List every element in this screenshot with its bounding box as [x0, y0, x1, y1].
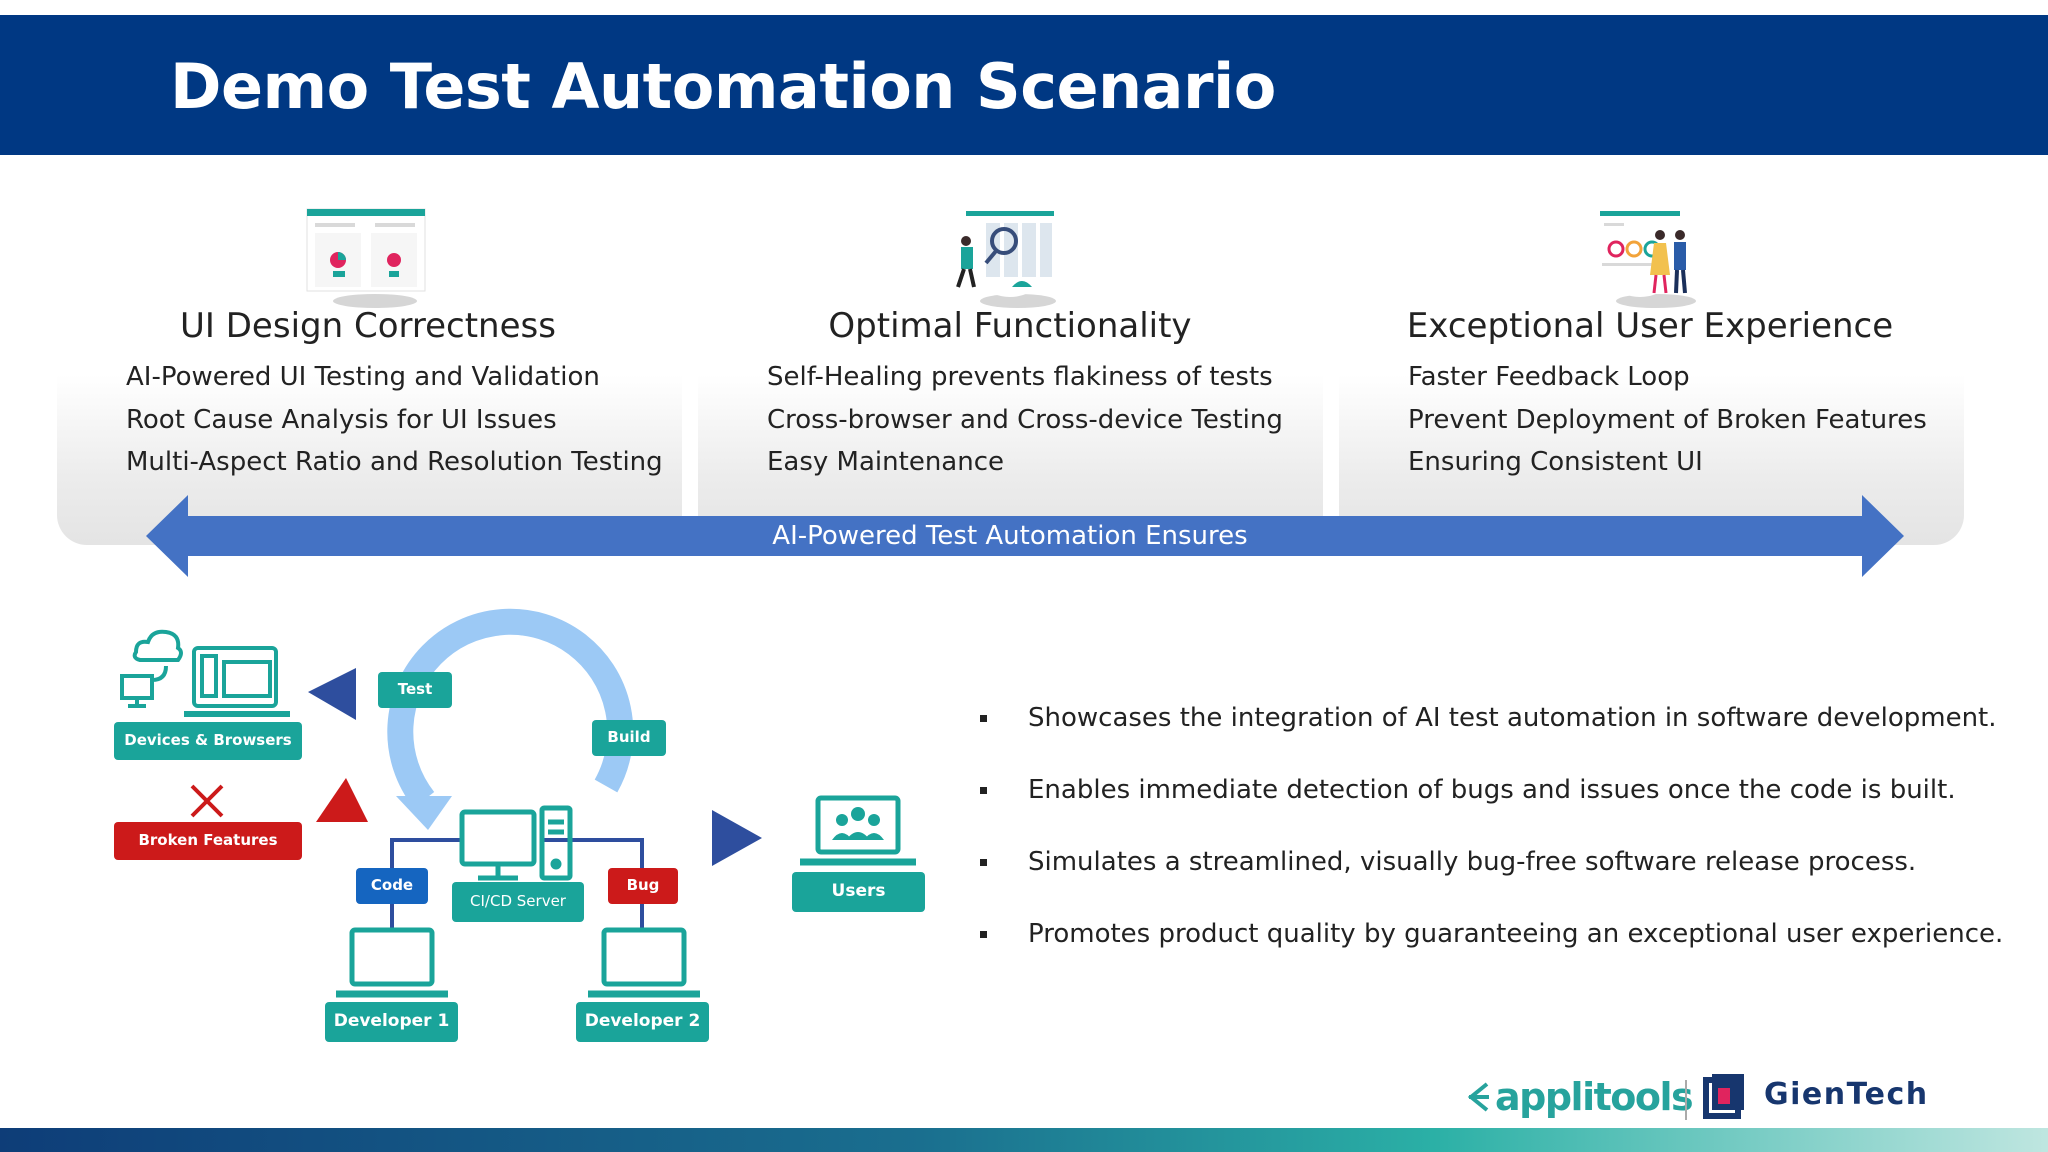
users-label: Users — [792, 872, 925, 912]
pillar-title-functionality: Optimal Functionality — [828, 306, 1192, 346]
bullet-text: Promotes product quality by guaranteeing… — [1028, 919, 2004, 949]
top-strip — [0, 0, 2048, 15]
inspection-icon — [956, 209, 1056, 308]
code-label: Code — [356, 868, 428, 904]
bullet-text: Showcases the integration of AI test aut… — [1028, 703, 1997, 733]
bug-label: Bug — [608, 868, 678, 904]
pillar-item: Self-Healing prevents flakiness of tests — [767, 362, 1273, 392]
triangle-left-icon — [308, 668, 356, 720]
broken-features-label: Broken Features — [114, 822, 302, 860]
users-laptop-icon — [800, 795, 916, 866]
devices-browsers-label: Devices & Browsers — [114, 722, 302, 760]
pillar-title-ui-design: UI Design Correctness — [180, 306, 556, 346]
pillar-title-user-experience: Exceptional User Experience — [1406, 306, 1894, 346]
triangle-right-icon — [712, 810, 762, 866]
double-arrow-icon — [146, 495, 1904, 577]
applitools-wordmark: applitools — [1495, 1075, 1694, 1119]
pillar-item: Multi-Aspect Ratio and Resolution Testin… — [126, 447, 663, 477]
test-label: Test — [378, 672, 452, 708]
bullet-square-icon — [980, 931, 987, 938]
users-review-icon — [1596, 209, 1696, 308]
bullet-list: Showcases the integration of AI test aut… — [975, 690, 2003, 978]
workflow-diagram: Devices & Browsers Broken Features Test … — [0, 600, 960, 1060]
bullet-text: Simulates a streamlined, visually bug-fr… — [1028, 847, 1917, 877]
list-item: Simulates a streamlined, visually bug-fr… — [975, 834, 1995, 906]
laptop-icon — [588, 927, 700, 998]
gientech-logo: GienTech — [1702, 1068, 1929, 1120]
laptop-icon — [336, 927, 448, 998]
triangle-warning-icon — [316, 778, 368, 822]
ui-dashboard-icon — [306, 208, 426, 308]
list-item: Showcases the integration of AI test aut… — [975, 690, 1997, 762]
devices-browsers-icon — [120, 629, 290, 717]
page-title: Demo Test Automation Scenario — [170, 50, 1276, 123]
pillar-item: Easy Maintenance — [767, 447, 1004, 477]
build-label: Build — [592, 720, 666, 756]
list-item: Promotes product quality by guaranteeing… — [975, 906, 2003, 978]
pillar-item: Faster Feedback Loop — [1408, 362, 1690, 392]
developer-1-label: Developer 1 — [325, 1002, 458, 1042]
bullet-square-icon — [980, 787, 987, 794]
workflow-diagram-graphics — [120, 608, 916, 998]
ci-cd-server-label: CI/CD Server — [452, 882, 584, 922]
server-icon — [459, 805, 573, 881]
list-item: Enables immediate detection of bugs and … — [975, 762, 1995, 834]
pillar-item: Prevent Deployment of Broken Features — [1408, 405, 1927, 435]
bullet-square-icon — [980, 715, 987, 722]
cycle-arrow-icon — [387, 608, 634, 809]
bullet-text: Enables immediate detection of bugs and … — [1028, 775, 1956, 805]
applitools-logo: applitools — [1465, 1075, 1694, 1119]
bottom-gradient-bar — [0, 1128, 2048, 1152]
close-icon — [190, 784, 224, 818]
gientech-wordmark: GienTech — [1764, 1076, 1929, 1112]
pillar-item: Ensuring Consistent UI — [1408, 447, 1703, 477]
pillar-item: AI-Powered UI Testing and Validation — [126, 362, 600, 392]
applitools-mark-icon — [1467, 1082, 1489, 1112]
logo-divider — [1685, 1080, 1687, 1120]
pillar-item: Root Cause Analysis for UI Issues — [126, 405, 557, 435]
ensures-label: AI-Powered Test Automation Ensures — [772, 521, 1248, 551]
header-bar — [0, 15, 2048, 155]
bullet-square-icon — [980, 859, 987, 866]
developer-2-label: Developer 2 — [576, 1002, 709, 1042]
gientech-mark-icon — [1703, 1074, 1744, 1119]
pillar-item: Cross-browser and Cross-device Testing — [767, 405, 1283, 435]
